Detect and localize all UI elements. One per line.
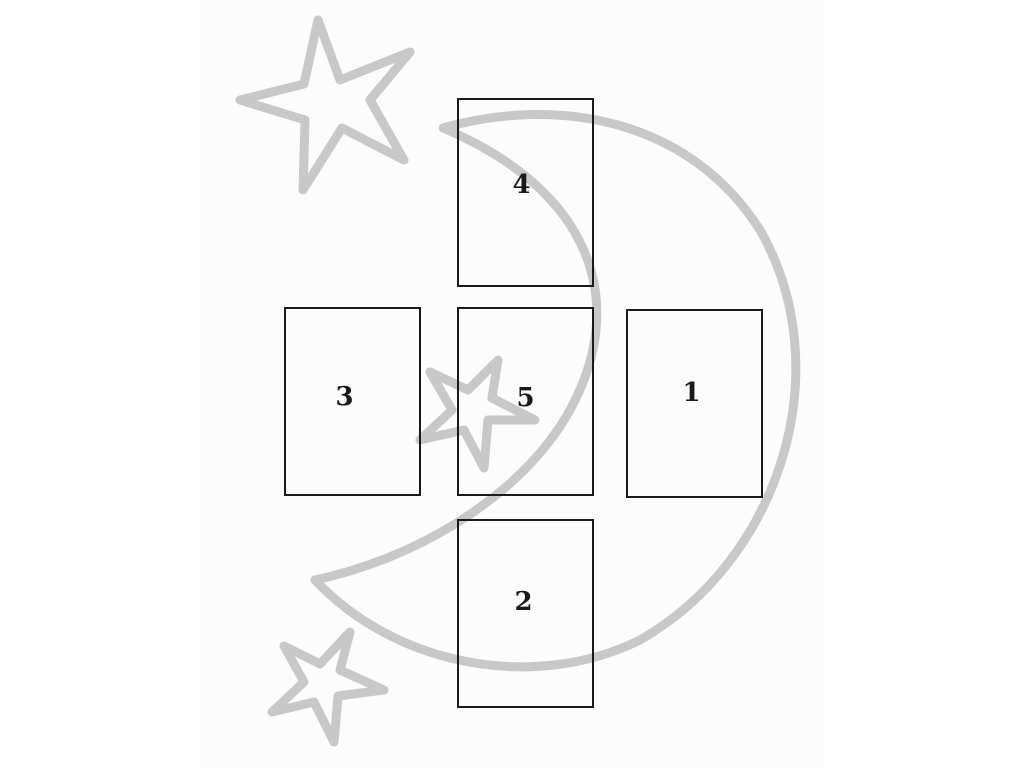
- crescent-moon-icon: [310, 110, 801, 672]
- star-icon-center: [415, 355, 540, 473]
- star-icon-large: [235, 15, 415, 195]
- card-position-2[interactable]: 2: [457, 519, 594, 708]
- card-position-4[interactable]: 4: [457, 98, 594, 287]
- card-number-label: 1: [682, 377, 701, 408]
- card-number-label: 4: [512, 169, 531, 200]
- card-position-5[interactable]: 5: [457, 307, 594, 496]
- card-number-label: 2: [514, 586, 533, 617]
- card-number-label: 5: [516, 382, 535, 413]
- card-position-1[interactable]: 1: [626, 309, 763, 498]
- card-number-label: 3: [335, 381, 354, 412]
- star-icon-bottom: [267, 627, 389, 747]
- card-position-3[interactable]: 3: [284, 307, 421, 496]
